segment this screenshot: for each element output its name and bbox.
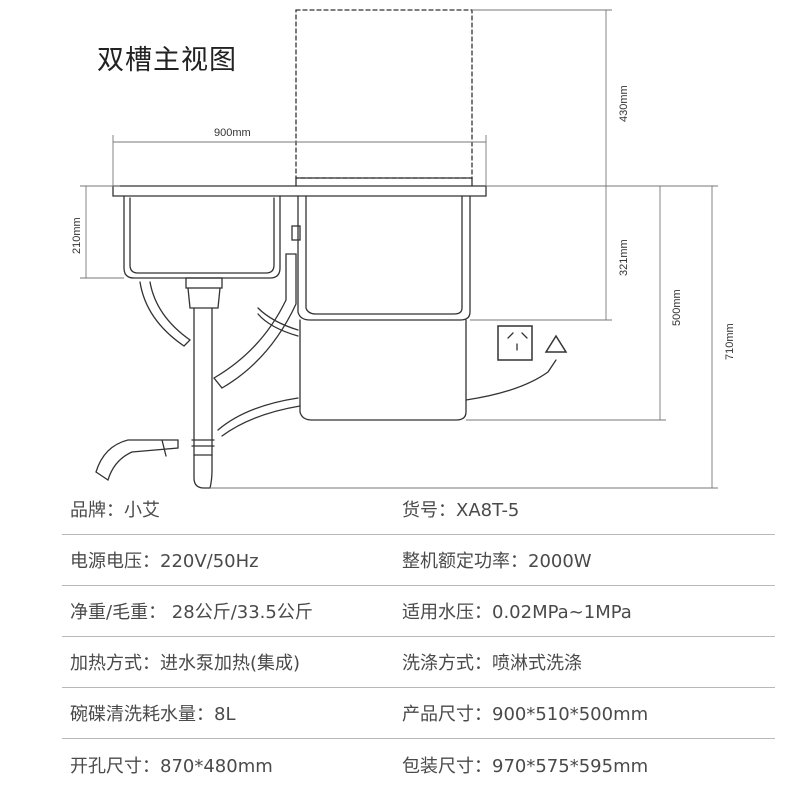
spec-model-number: 货号：XA8T-5 — [402, 500, 520, 521]
spec-row: 碗碟清洗耗水量：8L 产品尺寸：900*510*500mm — [62, 688, 775, 739]
spec-row: 加热方式：进水泵加热(集成) 洗涤方式：喷淋式洗涤 — [62, 637, 775, 688]
left-sink-basin — [123, 195, 281, 279]
spec-row: 品牌：小艾 货号：XA8T-5 — [62, 484, 775, 535]
spec-product-size: 产品尺寸：900*510*500mm — [402, 704, 649, 725]
wall-socket-icon — [497, 325, 533, 361]
dim-900mm-label: 900mm — [214, 127, 251, 139]
dishwasher-front-view-diagram: 900mm 210mm 430mm 321mm 500mm 710mm — [71, 9, 736, 489]
dishwasher-tank — [297, 195, 471, 321]
dim-210mm-label: 210mm — [71, 217, 83, 254]
spec-row: 净重/毛重： 28公斤/33.5公斤 适用水压：0.02MPa~1MPa — [62, 586, 775, 637]
spec-row: 电源电压：220V/50Hz 整机额定功率：2000W — [62, 535, 775, 586]
spec-row: 开孔尺寸：870*480mm 包装尺寸：970*575*595mm — [62, 739, 775, 790]
spec-heating-method: 加热方式：进水泵加热(集成) — [70, 653, 301, 674]
dishwasher-lower-cabinet — [299, 319, 467, 421]
spec-power: 整机额定功率：2000W — [402, 551, 592, 572]
countertop-rim — [112, 185, 487, 197]
spec-water-pressure: 适用水压：0.02MPa~1MPa — [402, 602, 632, 623]
spec-cutout-size: 开孔尺寸：870*480mm — [70, 755, 273, 777]
spec-package-size: 包装尺寸：970*575*595mm — [402, 755, 649, 777]
spec-water-consumption: 碗碟清洗耗水量：8L — [70, 704, 236, 725]
dim-430mm-label: 430mm — [618, 85, 630, 122]
dim-710mm-label: 710mm — [724, 323, 736, 360]
diagram-title: 双槽主视图 — [97, 45, 237, 76]
drain-hose — [95, 439, 179, 482]
dim-500mm-label: 500mm — [671, 289, 683, 326]
power-cord — [465, 359, 557, 401]
spec-table: 品牌：小艾 货号：XA8T-5 电源电压：220V/50Hz 整机额定功率：20… — [62, 484, 775, 790]
sink-drain — [185, 277, 223, 289]
spec-weight: 净重/毛重： 28公斤/33.5公斤 — [70, 602, 313, 623]
plug-icon — [544, 334, 568, 353]
open-lid-outline — [295, 9, 473, 179]
dim-321mm-label: 321mm — [618, 239, 630, 276]
spec-brand: 品牌：小艾 — [70, 500, 160, 521]
spec-voltage: 电源电压：220V/50Hz — [70, 551, 259, 572]
spec-washing-method: 洗涤方式：喷淋式洗涤 — [402, 653, 582, 674]
